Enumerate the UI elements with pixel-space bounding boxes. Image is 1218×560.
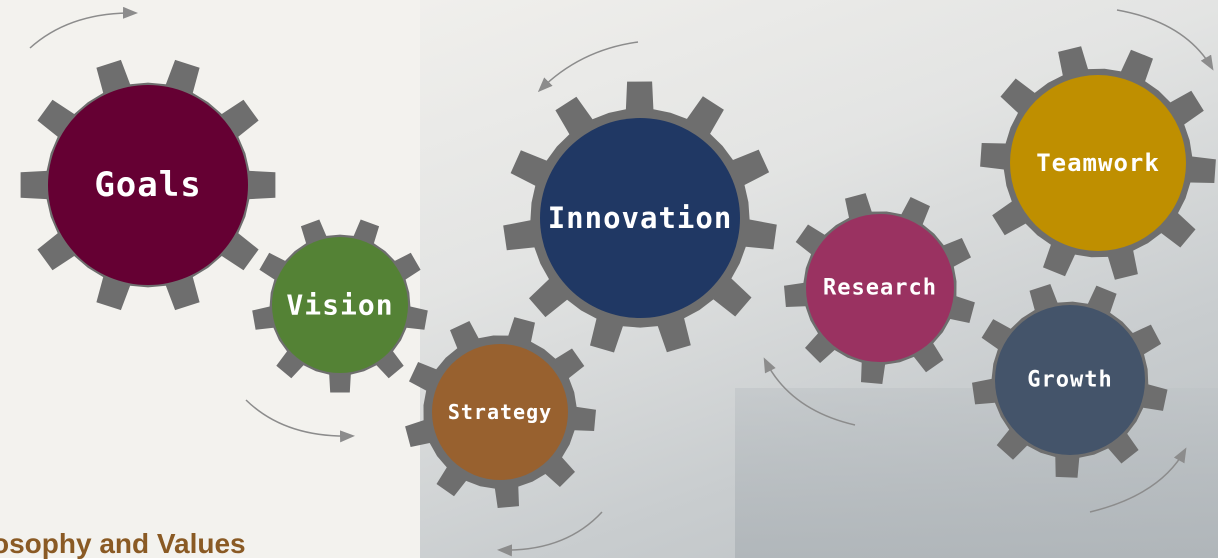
gear-research-label: Research [823, 276, 937, 301]
arrow-teamwork-top [1116, 9, 1214, 71]
gear-growth: Growth [972, 284, 1168, 478]
gear-innovation-hub [540, 118, 740, 318]
rotation-arrows [29, 6, 1214, 557]
gear-innovation: Innovation [503, 81, 777, 353]
arrow-research-bottom [763, 357, 856, 426]
gear-research-hub [806, 214, 954, 362]
gear-goals-hub [48, 85, 248, 285]
gear-vision: Vision [252, 219, 428, 393]
gear-teamwork-hub [1010, 75, 1186, 251]
gear-teamwork: Teamwork [980, 46, 1216, 280]
gear-research: Research [784, 193, 975, 384]
arrow-strategy-bottom [497, 511, 603, 557]
gear-vision-hub [272, 237, 408, 373]
gear-strategy: Strategy [405, 317, 596, 508]
gear-innovation-label: Innovation [548, 201, 733, 235]
arrow-vision-bottom [245, 399, 355, 443]
gear-goals: Goals [20, 59, 276, 311]
arrow-goals-top [29, 6, 138, 49]
gear-goals-label: Goals [94, 165, 201, 205]
gear-teamwork-label: Teamwork [1036, 149, 1160, 177]
gear-growth-hub [995, 305, 1145, 455]
gear-vision-label: Vision [286, 289, 393, 322]
arrow-innovation-top [537, 41, 639, 93]
section-caption: osophy and Values [0, 528, 246, 559]
gear-strategy-hub [432, 344, 568, 480]
arrow-growth-bottom [1089, 447, 1187, 513]
gear-growth-label: Growth [1027, 368, 1112, 393]
gear-strategy-label: Strategy [448, 400, 552, 424]
